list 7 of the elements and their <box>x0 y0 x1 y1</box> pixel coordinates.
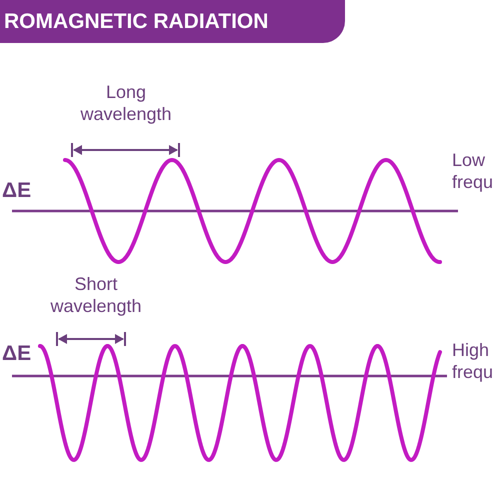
wave-label: Low frequ <box>452 150 494 194</box>
wave-label: Long wavelength <box>79 82 173 126</box>
wave-label: Short wavelength <box>49 274 143 318</box>
wave-label: High frequ <box>452 340 494 384</box>
energy-label: ΔE <box>2 341 32 367</box>
title: ROMAGNETIC RADIATION <box>4 10 268 34</box>
energy-label: ΔE <box>2 178 32 204</box>
